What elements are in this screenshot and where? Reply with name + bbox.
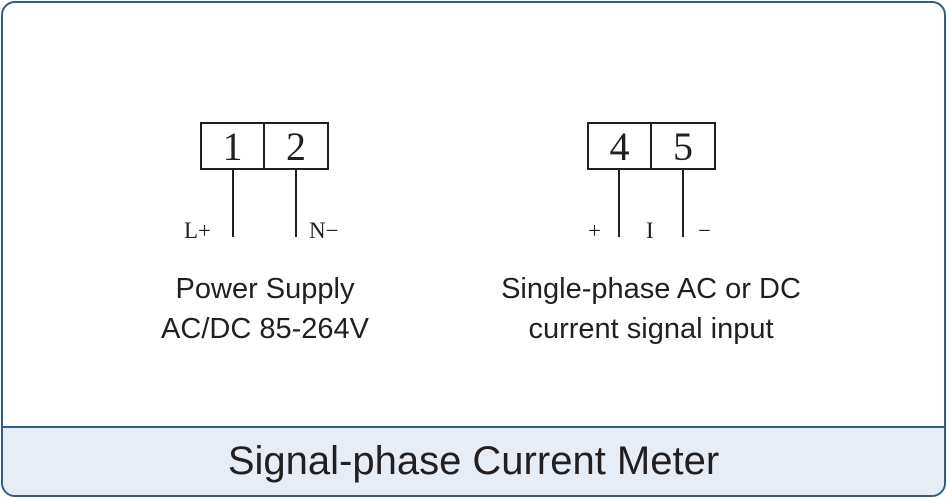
footer-title: Signal-phase Current Meter: [227, 439, 720, 483]
terminal-4: 4: [587, 122, 652, 170]
label-n-minus: N−: [309, 218, 339, 243]
wire-terminal-5: [682, 170, 684, 237]
terminal-1: 1: [200, 122, 265, 170]
wire-terminal-1: [232, 170, 234, 237]
signal-caption: Single-phase AC or DC current signal inp…: [451, 269, 851, 349]
power-caption-line2: AC/DC 85-264V: [161, 313, 369, 345]
label-l-plus: L+: [184, 218, 212, 243]
terminal-2: 2: [263, 122, 329, 170]
signal-caption-line1: Single-phase AC or DC: [501, 273, 801, 305]
footer-bar: Signal-phase Current Meter: [3, 426, 944, 495]
label-plus: +: [588, 218, 601, 243]
power-caption: Power Supply AC/DC 85-264V: [115, 269, 415, 349]
wire-terminal-4: [618, 170, 620, 237]
terminal-5: 5: [650, 122, 716, 170]
label-current-i: I: [646, 218, 654, 243]
label-minus: −: [698, 218, 711, 243]
power-caption-line1: Power Supply: [175, 273, 355, 305]
wire-terminal-2: [295, 170, 297, 237]
signal-caption-line2: current signal input: [528, 313, 774, 345]
